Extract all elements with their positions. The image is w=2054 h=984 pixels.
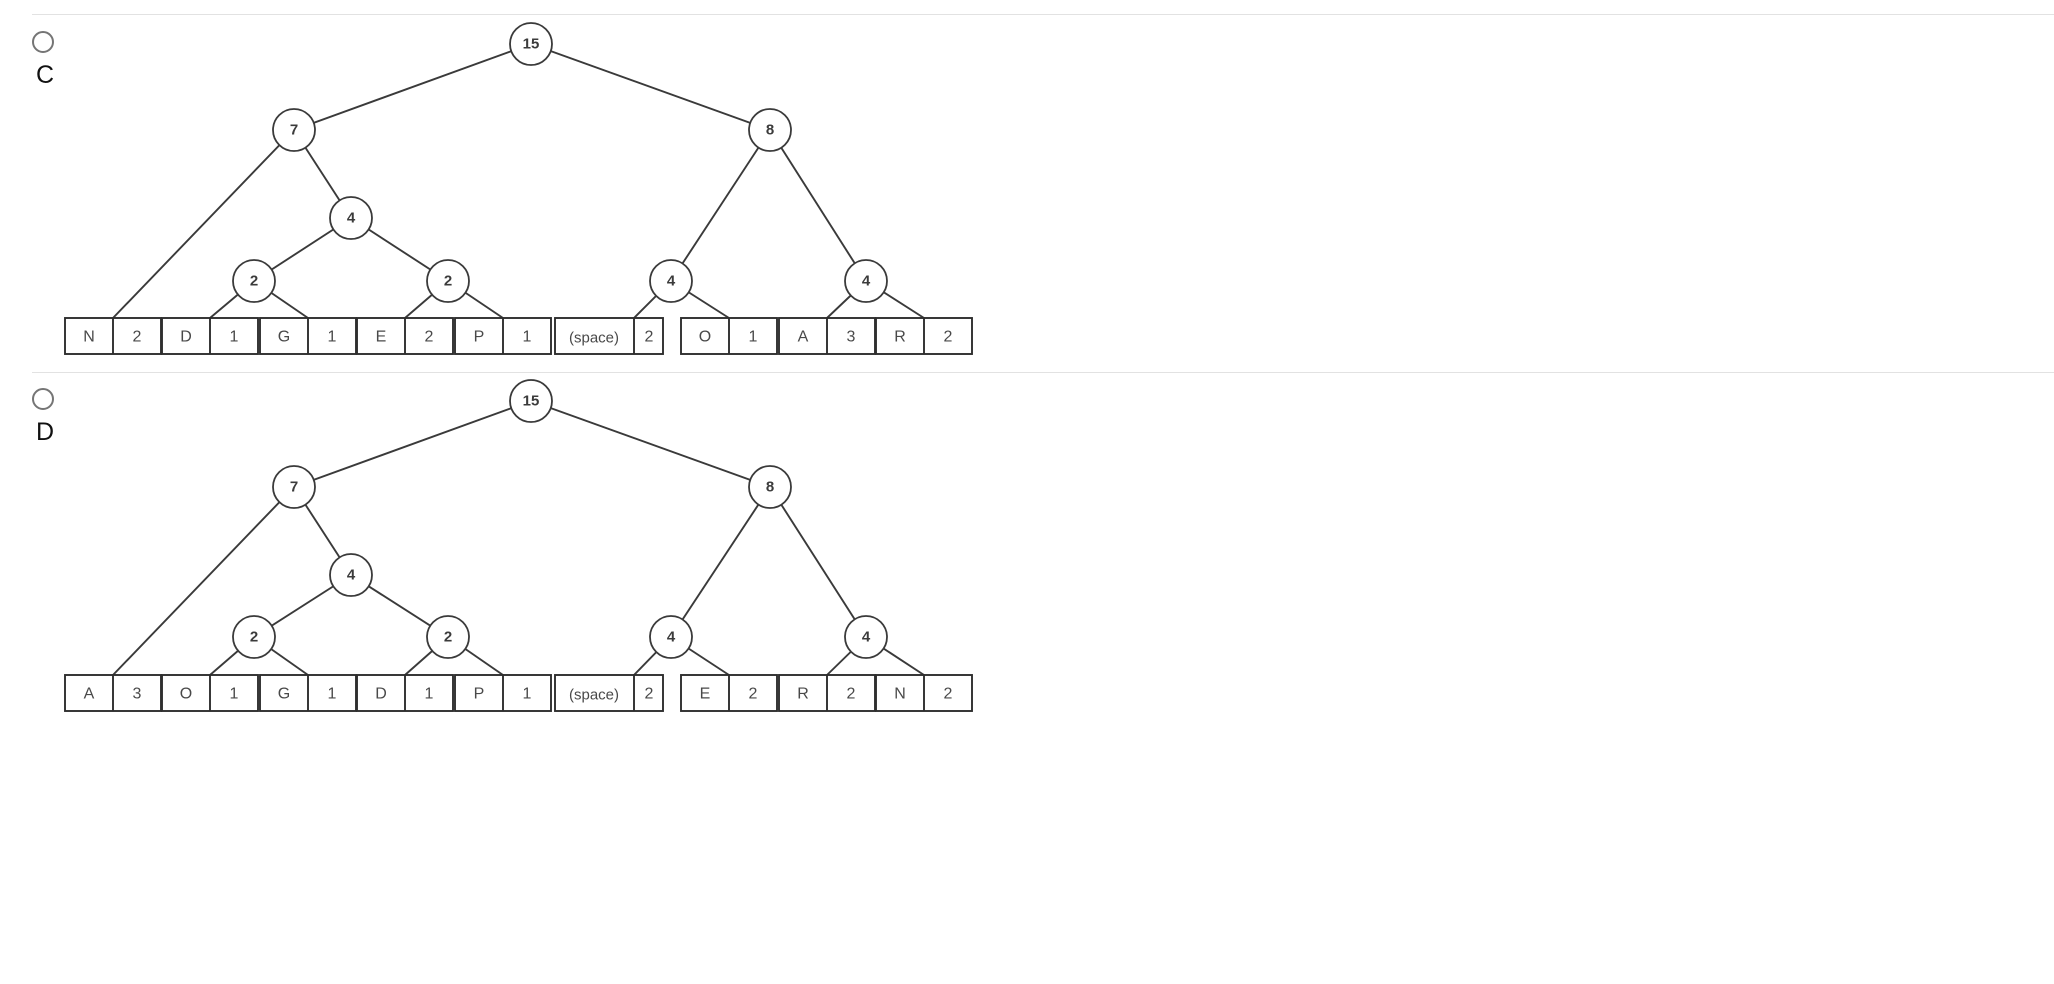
leaf-symbol: O — [699, 329, 711, 346]
tree-node: 4 — [844, 615, 888, 659]
tree-node: 7 — [272, 108, 316, 152]
tree-node: 8 — [748, 108, 792, 152]
leaf-weight: 2 — [749, 686, 758, 703]
tree-node: 4 — [329, 553, 373, 597]
leaf-weight: 1 — [230, 686, 239, 703]
leaf-symbol: E — [376, 329, 387, 346]
leaf-weight: 2 — [944, 686, 953, 703]
leaf-weight: 1 — [328, 329, 337, 346]
tree-node-label: 2 — [444, 629, 452, 646]
leaf-symbol: G — [278, 686, 290, 703]
leaf-weight: 1 — [425, 686, 434, 703]
tree-node-label: 4 — [862, 273, 871, 290]
option-letter-d: D — [36, 418, 55, 446]
leaf-symbol: N — [894, 686, 906, 703]
leaf-symbol: R — [797, 686, 809, 703]
leaf-weight: 3 — [133, 686, 142, 703]
tree-node-label: 4 — [347, 567, 356, 584]
tree-node: 4 — [844, 259, 888, 303]
tree-node-label: 2 — [250, 273, 258, 290]
tree-node: 15 — [509, 22, 553, 66]
option-letter-c: C — [36, 61, 55, 89]
tree-node-label: 4 — [347, 210, 356, 227]
leaf-symbol: E — [700, 686, 711, 703]
tree-internal-nodes-c: 15 7 8 4 4 4 2 2 — [232, 22, 888, 303]
leaf-symbol: N — [83, 329, 95, 346]
leaf-symbol: A — [798, 329, 809, 346]
tree-node: 4 — [649, 615, 693, 659]
tree-node: 2 — [426, 259, 470, 303]
tree-node: 2 — [232, 615, 276, 659]
tree-node-label: 7 — [290, 479, 298, 496]
tree-node: 15 — [509, 379, 553, 423]
tree-node-label: 4 — [862, 629, 871, 646]
tree-node-label: 2 — [250, 629, 258, 646]
tree-node-label: 2 — [444, 273, 452, 290]
leaf-weight: 1 — [523, 329, 532, 346]
leaf-symbol: P — [474, 329, 485, 346]
leaf-weight: 2 — [645, 686, 654, 703]
leaf-symbol: (space) — [569, 330, 619, 347]
leaf-symbol: D — [375, 686, 387, 703]
tree-node: 4 — [329, 196, 373, 240]
leaf-weight: 1 — [523, 686, 532, 703]
radio-unselected-icon-c[interactable] — [32, 31, 54, 53]
leaf-weight: 3 — [847, 329, 856, 346]
tree-node-label: 15 — [523, 393, 540, 410]
leaf-symbol: R — [894, 329, 906, 346]
leaf-weight: 2 — [847, 686, 856, 703]
tree-internal-nodes-d: 15 7 8 4 4 4 2 2 — [232, 379, 888, 659]
leaf-weight: 2 — [425, 329, 434, 346]
leaf-weight: 1 — [749, 329, 758, 346]
leaf-symbol: P — [474, 686, 485, 703]
divider-between-c-and-d — [32, 372, 2054, 373]
leaf-node: (space) 2 — [554, 317, 664, 355]
leaf-weight: 2 — [645, 329, 654, 346]
tree-node: 7 — [272, 465, 316, 509]
tree-node-label: 15 — [523, 36, 540, 53]
radio-unselected-icon-d[interactable] — [32, 388, 54, 410]
tree-node: 2 — [232, 259, 276, 303]
leaf-symbol: G — [278, 329, 290, 346]
leaf-weight: 2 — [133, 329, 142, 346]
leaf-symbol: O — [180, 686, 192, 703]
leaf-weight: 2 — [944, 329, 953, 346]
leaf-weight: 1 — [328, 686, 337, 703]
leaf-symbol: A — [84, 686, 95, 703]
tree-node-label: 4 — [667, 273, 676, 290]
leaf-symbol: D — [180, 329, 192, 346]
tree-node-label: 7 — [290, 122, 298, 139]
tree-node: 2 — [426, 615, 470, 659]
leaf-symbol: (space) — [569, 687, 619, 704]
leaf-node: (space) 2 — [554, 674, 664, 712]
leaf-weight: 1 — [230, 329, 239, 346]
tree-node: 8 — [748, 465, 792, 509]
tree-node-label: 8 — [766, 122, 774, 139]
divider-top — [32, 14, 2054, 15]
tree-node-label: 8 — [766, 479, 774, 496]
tree-node-label: 4 — [667, 629, 676, 646]
tree-node: 4 — [649, 259, 693, 303]
